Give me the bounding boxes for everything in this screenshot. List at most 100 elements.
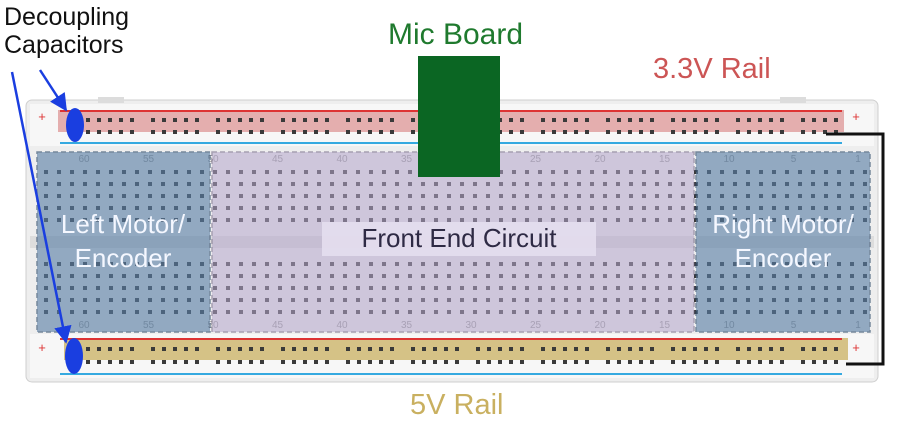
rail-hole: [162, 347, 166, 351]
rail-hole: [769, 360, 773, 364]
mic-board: [418, 56, 500, 177]
rail-hole: [682, 130, 686, 134]
rail-hole: [368, 360, 372, 364]
rail-hole: [585, 360, 589, 364]
rail-hole: [173, 360, 177, 364]
rail-hole: [563, 118, 567, 122]
rail-hole: [628, 130, 632, 134]
rail-hole: [606, 360, 610, 364]
rail-hole: [130, 118, 134, 122]
right-motor-label-line-2: Encoder: [698, 242, 868, 276]
rail-hole: [823, 360, 827, 364]
rail-hole: [574, 130, 578, 134]
rail-hole: [130, 347, 134, 351]
rail-hole: [801, 360, 805, 364]
rail-hole: [520, 360, 524, 364]
rail-hole: [552, 347, 556, 351]
rail-hole: [476, 360, 480, 364]
rail-hole: [736, 360, 740, 364]
rail-hole: [671, 347, 675, 351]
rail-hole: [422, 360, 426, 364]
rail-hole: [314, 347, 318, 351]
rail-hole: [379, 347, 383, 351]
rail-hole: [715, 360, 719, 364]
rail-hole: [747, 130, 751, 134]
decoupling-capacitor-top: [66, 108, 84, 142]
rail-hole: [108, 130, 112, 134]
rail-hole: [693, 118, 697, 122]
rail-hole: [552, 130, 556, 134]
rail-hole: [151, 360, 155, 364]
rail-hole: [606, 118, 610, 122]
rail-hole: [606, 130, 610, 134]
rail-plus-sign: +: [38, 109, 46, 124]
rail-hole: [314, 360, 318, 364]
rail-hole: [97, 130, 101, 134]
rail-hole: [238, 118, 242, 122]
breadboard-notch-left: [98, 97, 124, 103]
rail-hole: [411, 360, 415, 364]
rail-hole: [346, 347, 350, 351]
rail-hole: [195, 130, 199, 134]
rail-hole: [368, 347, 372, 351]
rail-hole: [476, 347, 480, 351]
rail-hole: [357, 118, 361, 122]
rail-hole: [736, 347, 740, 351]
rail-hole: [227, 360, 231, 364]
rail-hole: [650, 118, 654, 122]
rail-hole: [281, 347, 285, 351]
rail-hole: [693, 347, 697, 351]
rail-hole: [444, 360, 448, 364]
rail-hole: [704, 360, 708, 364]
rail-hole: [314, 118, 318, 122]
rail-hole: [671, 360, 675, 364]
rail-hole: [628, 360, 632, 364]
rail-hole: [682, 347, 686, 351]
rail-hole: [693, 360, 697, 364]
rail-hole: [173, 347, 177, 351]
rail-hole: [292, 130, 296, 134]
rail-hole: [108, 347, 112, 351]
rail-hole: [390, 118, 394, 122]
rail-hole: [747, 347, 751, 351]
left-motor-encoder-label: Left Motor/ Encoder: [38, 208, 208, 276]
rail-hole: [238, 360, 242, 364]
rail-hole: [346, 118, 350, 122]
rail-hole: [628, 118, 632, 122]
rail-hole: [747, 360, 751, 364]
rail-hole: [303, 130, 307, 134]
rail-hole: [617, 360, 621, 364]
rail-hole: [509, 347, 513, 351]
rail-hole: [357, 360, 361, 364]
rail-hole: [455, 360, 459, 364]
rail-hole: [368, 130, 372, 134]
rail-hole: [758, 347, 762, 351]
left-motor-label-line-2: Encoder: [38, 242, 208, 276]
rail-hole: [812, 347, 816, 351]
rail-hole: [216, 360, 220, 364]
rail-hole: [249, 360, 253, 364]
rail-hole: [227, 118, 231, 122]
rail-3v3-label: 3.3V Rail: [653, 54, 771, 86]
rail-hole: [444, 347, 448, 351]
rail-hole: [216, 118, 220, 122]
rail-hole: [736, 130, 740, 134]
rail-hole: [715, 347, 719, 351]
rail-hole: [487, 347, 491, 351]
rail-hole: [758, 130, 762, 134]
rail-hole: [769, 347, 773, 351]
rail-hole: [812, 360, 816, 364]
rail-hole: [433, 347, 437, 351]
rail-hole: [758, 360, 762, 364]
rail-hole: [184, 118, 188, 122]
rail-hole: [390, 360, 394, 364]
rail-hole: [682, 360, 686, 364]
rail-hole: [119, 118, 123, 122]
rail-hole: [693, 130, 697, 134]
rail-hole: [823, 347, 827, 351]
rail-hole: [801, 347, 805, 351]
rail-hole: [823, 118, 827, 122]
rail-hole: [411, 118, 415, 122]
rail-hole: [541, 360, 545, 364]
